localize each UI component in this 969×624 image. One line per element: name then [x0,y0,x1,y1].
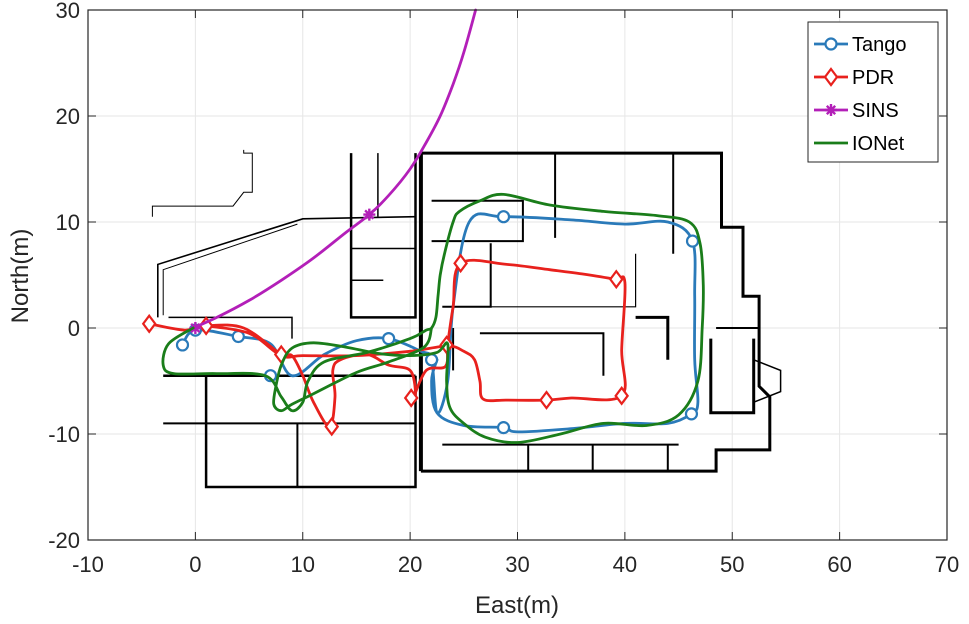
data-marker-pdr [453,253,468,274]
x-tick-label: 20 [398,552,422,577]
series-tango [175,210,700,435]
floor-plan-wall [709,338,756,415]
x-tick-label: 50 [720,552,744,577]
series-line-tango [181,212,700,434]
legend-entry-sins: SINS [814,100,899,122]
data-marker-tango [425,353,439,367]
floor-plan-wall [157,215,416,318]
legend-label: SINS [852,100,899,122]
data-marker-pdr [324,416,340,437]
legend-entry-ionet: IONet [814,133,905,155]
data-marker-tango [496,421,511,435]
legend-label: Tango [852,34,907,56]
floor-plan-wall [635,315,670,360]
data-marker-sins [363,208,376,221]
floor-plan-wall [168,316,293,339]
data-marker-pdr [141,313,157,334]
data-marker-pdr [403,388,419,408]
data-marker-pdr [608,269,624,290]
series-layer [141,8,705,444]
floor-plan-wall [753,359,782,403]
y-tick-label: -20 [48,528,80,553]
legend-entry-tango: Tango [814,34,907,56]
legend-swatch-marker [823,67,839,87]
floor-plan-wall [204,375,417,489]
legend-swatch-marker [824,37,838,51]
series-ionet [161,192,705,444]
x-tick-label: 0 [189,552,201,577]
y-tick-label: 0 [68,316,80,341]
series-sins [189,8,477,334]
series-line-ionet [161,192,705,444]
legend-swatch-marker [825,104,837,116]
data-marker-tango [685,234,700,248]
floor-plan-wall [479,332,605,376]
x-tick-label: 60 [827,552,851,577]
legend-label: PDR [852,67,894,89]
data-marker-tango [175,338,190,352]
data-marker-tango [496,210,511,224]
floor-plan-wall [349,153,417,319]
x-axis-label: East(m) [475,592,559,619]
floor-plan-background [151,149,782,489]
y-axis-label: North(m) [7,229,34,324]
y-tick-label: -10 [48,422,80,447]
x-tick-label: -10 [72,552,104,577]
floor-plan-wall [420,151,772,473]
series-line-sins [191,8,477,330]
y-tick-label: 10 [56,210,80,235]
data-marker-tango [382,332,396,346]
x-tick-label: 40 [613,552,637,577]
legend-label: IONet [852,133,905,155]
x-tick-label: 10 [291,552,315,577]
floor-plan-wall [490,253,637,308]
series-pdr [141,253,630,437]
floor-plan-wall [151,149,253,217]
x-tick-label: 70 [935,552,959,577]
legend-entry-pdr: PDR [814,67,894,89]
x-tick-label: 30 [505,552,529,577]
y-tick-label: 30 [56,0,80,23]
data-marker-pdr [614,386,630,406]
data-marker-sins [189,322,202,334]
data-marker-pdr [539,390,554,410]
floor-plan-wall [162,223,298,316]
data-marker-tango [684,407,699,421]
y-tick-label: 20 [56,104,80,129]
